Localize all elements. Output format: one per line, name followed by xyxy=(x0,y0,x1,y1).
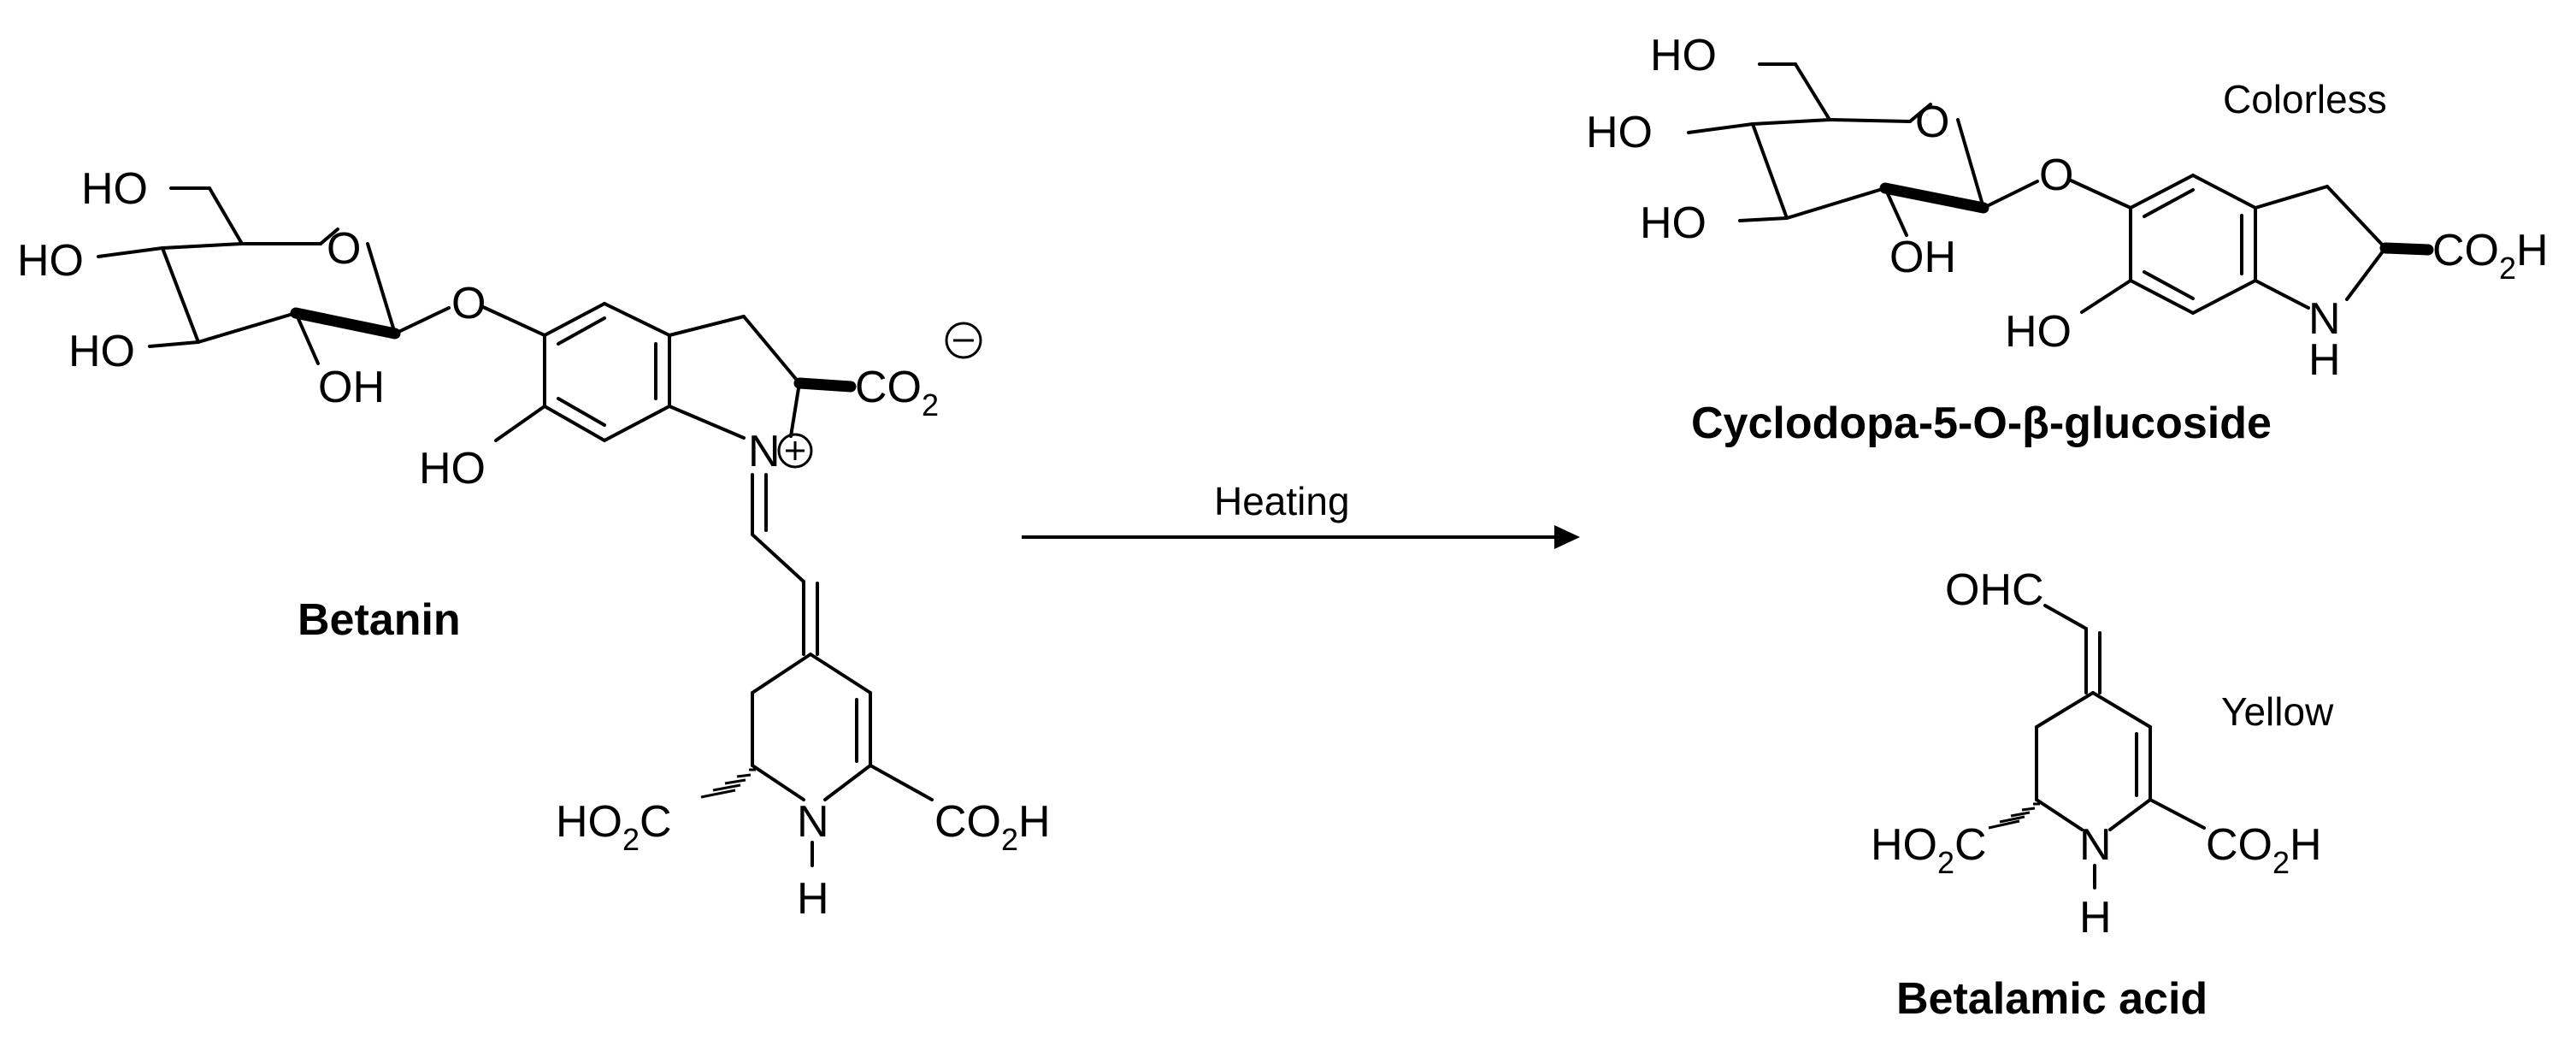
betanin-ho-ch2-label: HO xyxy=(81,164,148,214)
betanin-nh-n-label: N xyxy=(797,797,829,847)
cyclodopa-structure: HO HO HO OH O O HO N H CO2H xyxy=(1586,31,2549,385)
cyclodopa-color-note: Colorless xyxy=(2223,77,2387,121)
cyclodopa-ho-c3-label: HO xyxy=(1640,198,1707,248)
betalamic-acid-structure: OHC HO2C N H CO2H xyxy=(1871,565,2322,942)
cyclodopa-oh-c2-label: OH xyxy=(1889,233,1956,282)
cyclodopa-name: Cyclodopa-5-O-β-glucoside xyxy=(1691,399,2272,448)
betalamic-ohc-label: OHC xyxy=(1945,565,2044,615)
betanin-ho-c3-label: HO xyxy=(68,327,135,376)
betalamic-bonds xyxy=(1988,604,2206,831)
cyclodopa-nh-h-label: H xyxy=(2308,335,2341,385)
cyclodopa-nh-n-label: N xyxy=(2308,294,2341,344)
betanin-structure: HO HO HO OH O O HO xyxy=(17,164,1051,924)
cyclodopa-ho-c4-label: HO xyxy=(1586,108,1653,157)
betanin-ho-c4-label: HO xyxy=(17,236,84,286)
betalamic-co2h-label: CO2H xyxy=(2206,820,2322,880)
cyclodopa-benzene-ring xyxy=(2067,174,2434,315)
cyclodopa-glycosidic-o-label: O xyxy=(2039,151,2073,200)
betanin-ring-o-label: O xyxy=(327,224,361,274)
betalamic-acid-name: Betalamic acid xyxy=(1896,974,2208,1024)
betanin-hashed-bond xyxy=(700,768,756,799)
betalamic-nh-n-label: N xyxy=(2079,820,2112,870)
betanin-negative-charge xyxy=(945,322,982,359)
betanin-glycosidic-o-label: O xyxy=(451,279,486,328)
reaction-arrow xyxy=(1022,525,1580,549)
betalamic-color-note: Yellow xyxy=(2221,689,2334,734)
betanin-ho2c-label: HO2C xyxy=(556,797,672,857)
betanin-name: Betanin xyxy=(298,595,461,645)
betalamic-ho2c-label: HO2C xyxy=(1871,820,1987,880)
betanin-positive-charge xyxy=(777,433,813,469)
betanin-glucose-ring xyxy=(97,186,451,365)
arrow-label: Heating xyxy=(1214,479,1350,523)
cyclodopa-ring-o-label: O xyxy=(1915,98,1949,147)
betanin-nh-h-label: H xyxy=(797,874,829,924)
betanin-benzene-ring xyxy=(480,302,857,442)
betanin-ho-c6-label: HO xyxy=(419,444,486,493)
betanin-co2h-label: CO2H xyxy=(934,797,1051,857)
betanin-conjugated-bridge xyxy=(751,473,819,656)
cyclodopa-glucose-ring xyxy=(1687,62,2039,237)
betanin-oh-c2-label: OH xyxy=(318,363,385,412)
cyclodopa-co2h-label: CO2H xyxy=(2432,226,2549,286)
cyclodopa-ho-c6-label: HO xyxy=(2005,307,2072,357)
betanin-co2-label: CO2 xyxy=(855,363,939,422)
betalamic-hashed-bond xyxy=(1988,802,2040,830)
betanin-dihydropyridine-ring xyxy=(700,653,934,801)
cyclodopa-ho-ch2-label: HO xyxy=(1650,31,1717,80)
betalamic-nh-h-label: H xyxy=(2079,893,2112,942)
betanin-n-plus-label: N xyxy=(748,427,781,476)
